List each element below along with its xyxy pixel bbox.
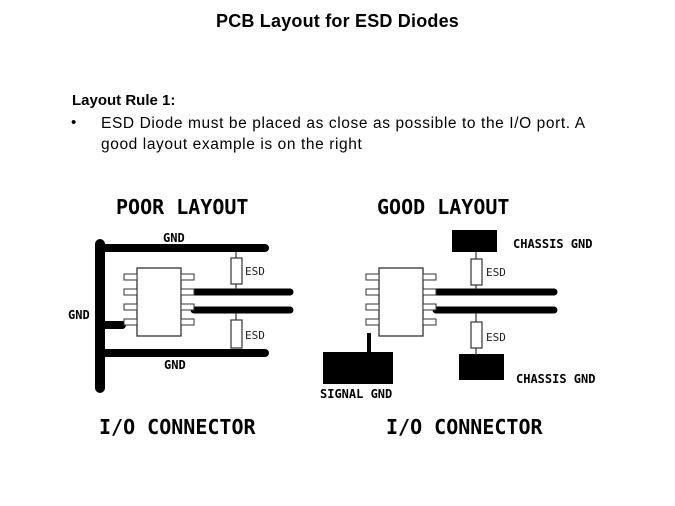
signal-gnd-label: SIGNAL GND [320,387,392,401]
bullet-marker: • [71,114,77,131]
chassis-gnd-pad-top [452,230,497,252]
poor-layout-heading: POOR LAYOUT [116,195,248,219]
poor-gnd-label-left: GND [68,308,90,322]
poor-gnd-label-bottom: GND [164,358,186,372]
poor-esd-label-top: ESD [245,265,265,278]
good-io-connector-label: I/O CONNECTOR [386,415,543,439]
poor-esd-label-bottom: ESD [245,329,265,342]
good-esd-label-top: ESD [486,266,506,279]
good-layout-heading: GOOD LAYOUT [377,195,509,219]
signal-gnd-pad [323,352,393,384]
chassis-gnd-label-bottom: CHASSIS GND [516,372,595,386]
good-ic-chip [365,267,437,337]
good-esd-diode-top [470,252,483,289]
poor-layout-diagram: POOR LAYOUT ES [68,195,294,439]
chassis-gnd-pad-bottom [459,354,504,380]
poor-io-connector-label: I/O CONNECTOR [99,415,256,439]
good-layout-diagram: GOOD LAYOUT [320,195,595,439]
bullet-text: ESD Diode must be placed as close as pos… [101,115,585,153]
poor-esd-diode-top [230,252,243,289]
poor-gnd-label-top: GND [163,231,185,245]
rule-heading: Layout Rule 1: [72,92,176,109]
poor-ic-chip [123,267,195,337]
slide-title: PCB Layout for ESD Diodes [215,11,460,31]
good-esd-label-bottom: ESD [486,331,506,344]
good-esd-diode-bottom [470,313,483,355]
poor-esd-diode-bottom [230,313,243,349]
chassis-gnd-label-top: CHASSIS GND [513,237,592,251]
